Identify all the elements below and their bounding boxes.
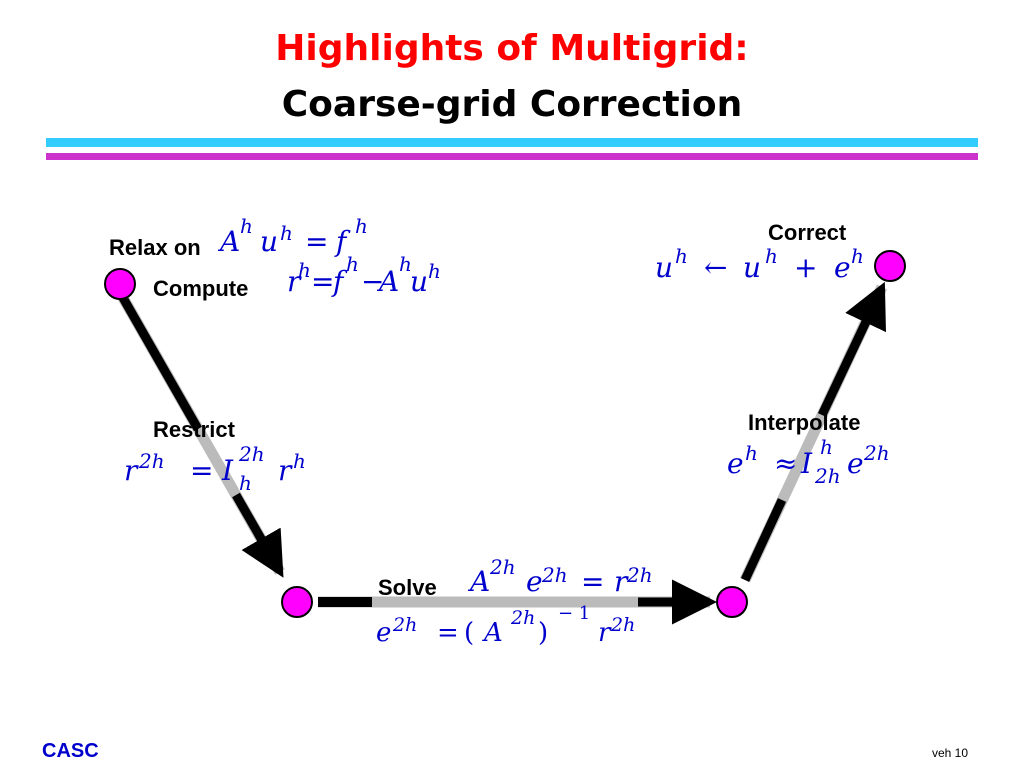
node-coarse-left [281,586,313,618]
svg-text:h: h [240,214,253,238]
interpolate-edge [740,281,887,583]
svg-text:e: e [376,618,391,648]
svg-text:r: r [614,565,629,598]
solve-inverse-equation: e 2h = ( A 2h ) − 1 r 2h [376,603,635,648]
svg-text:=: = [311,265,334,298]
svg-text:r: r [287,265,302,298]
footer-org: CASC [42,740,99,762]
svg-text:e: e [834,251,851,284]
svg-text:u: u [410,265,428,298]
svg-text:h: h [346,252,359,276]
svg-text:h: h [675,244,688,268]
svg-text:r: r [598,618,612,648]
solve-equation: A 2h e 2h = r 2h [467,555,653,598]
svg-text:−: − [361,265,384,298]
slide-subtitle: Coarse-grid Correction [281,84,743,125]
relax-label: Relax on [109,235,201,260]
svg-text:2h: 2h [138,449,165,473]
correct-equation: u h ← u h + e h [655,244,864,284]
svg-text:): ) [538,618,548,648]
svg-text:h: h [428,259,441,283]
svg-text:=: = [305,225,328,258]
node-coarse-right [716,586,748,618]
svg-text:r: r [278,454,293,487]
svg-text:e: e [526,565,543,598]
svg-text:≈: ≈ [774,447,797,480]
restrict-label: Restrict [153,417,235,442]
svg-text:2h: 2h [541,563,568,587]
svg-text:r: r [124,454,139,487]
solve-label: Solve [378,575,437,600]
svg-text:I: I [800,447,813,480]
svg-text:(: ( [464,618,474,648]
svg-text:h: h [298,258,311,282]
node-fine-right [874,250,906,282]
svg-text:2h: 2h [489,555,516,579]
footer-page-number: veh 10 [932,746,969,760]
title-rule-magenta [46,153,978,160]
svg-text:u: u [655,251,673,284]
svg-text:e: e [847,447,864,480]
svg-text:A: A [467,565,490,598]
interpolate-label: Interpolate [748,410,861,435]
svg-text:=: = [437,618,459,648]
svg-text:A: A [482,618,503,648]
svg-text:u: u [743,251,761,284]
svg-text:=: = [190,454,213,487]
restrict-equation: r 2h = I 2h h r h [124,442,306,495]
svg-text:h: h [745,441,758,465]
svg-text:+: + [794,251,817,284]
svg-text:2h: 2h [626,563,653,587]
svg-text:h: h [239,471,252,495]
svg-text:A: A [376,265,399,298]
svg-text:h: h [820,435,833,459]
svg-text:I: I [221,454,234,487]
svg-text:=: = [581,565,604,598]
svg-text:h: h [399,252,412,276]
svg-text:h: h [355,214,368,238]
compute-label: Compute [153,276,249,301]
svg-text:e: e [727,447,744,480]
svg-text:h: h [293,449,306,473]
slide-title: Highlights of Multigrid: [275,28,749,69]
svg-text:h: h [765,244,778,268]
svg-text:u: u [260,225,278,258]
svg-text:2h: 2h [392,614,417,636]
svg-text:h: h [851,244,864,268]
svg-text:2h: 2h [238,442,265,466]
svg-text:h: h [280,221,293,245]
node-fine-left [104,268,136,300]
interpolate-equation: e h ≈ I h 2h e 2h [727,435,890,488]
svg-text:− 1: − 1 [558,603,590,624]
correct-label: Correct [768,220,847,245]
svg-text:A: A [217,225,240,258]
svg-text:2h: 2h [814,464,841,488]
svg-text:2h: 2h [863,441,890,465]
restrict-edge [117,293,285,578]
title-rule-cyan [46,138,978,147]
svg-text:←: ← [704,251,727,284]
svg-text:2h: 2h [610,614,635,636]
svg-text:2h: 2h [510,607,535,629]
compute-equation: r h = f h − A h u h [287,252,441,298]
